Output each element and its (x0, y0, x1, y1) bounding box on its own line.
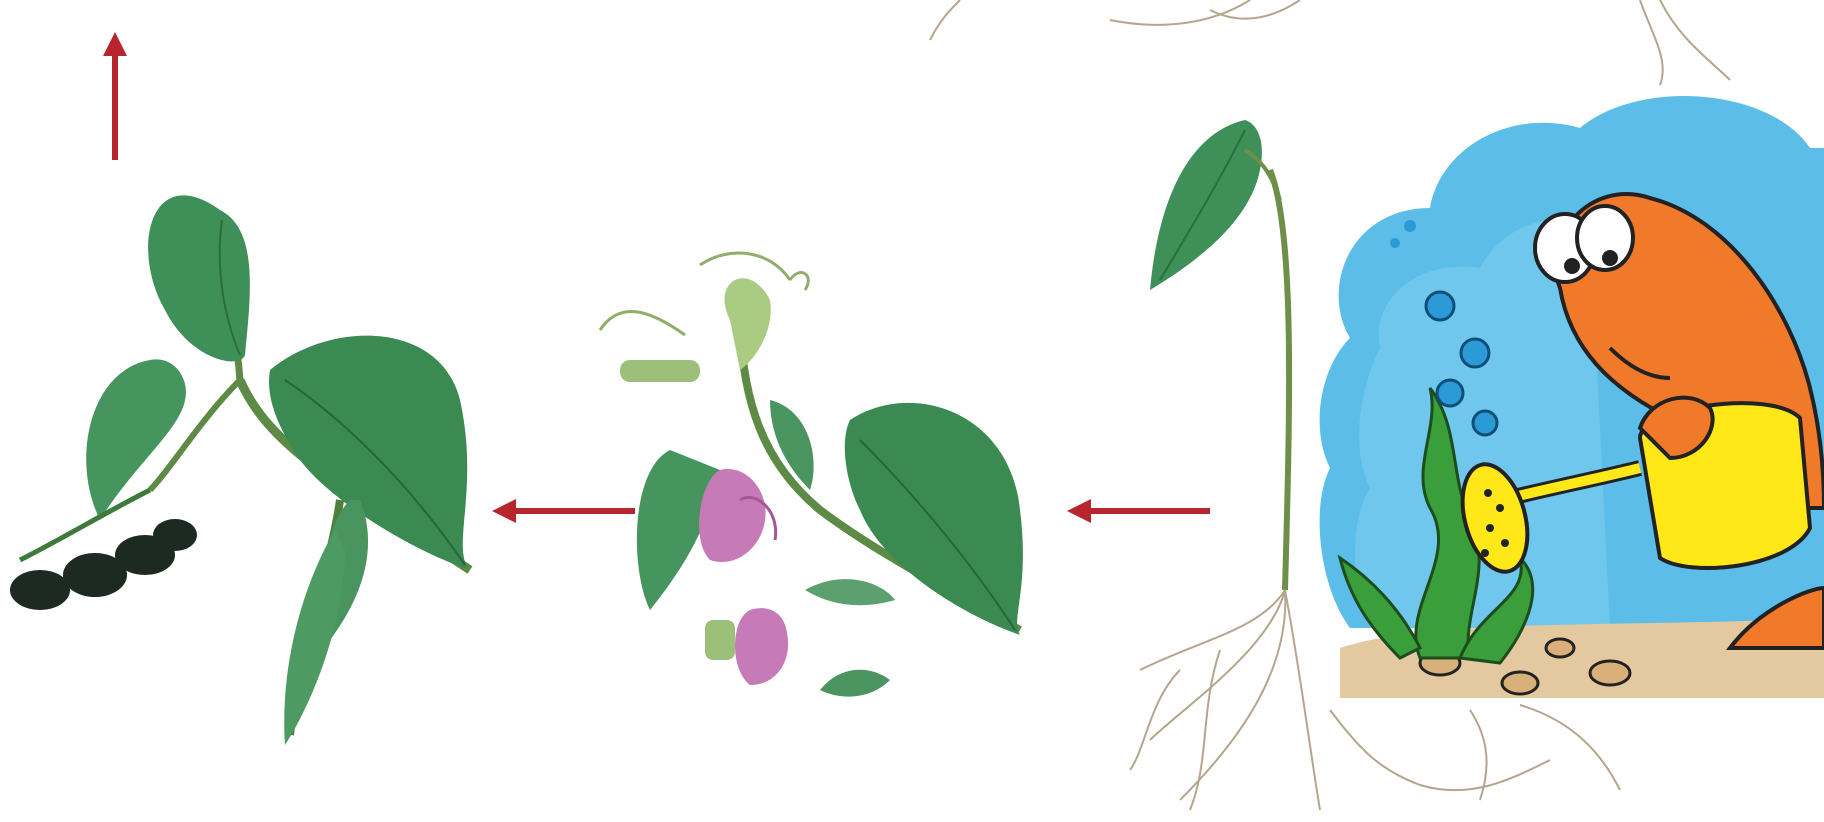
pea-plant-with-pods (0, 170, 480, 760)
seedling-roots-top (880, 0, 1824, 90)
fish-watering-plant-cartoon (1310, 88, 1824, 698)
pea-plant-flowering (590, 240, 1040, 710)
arrow-up-icon (100, 30, 130, 165)
pea-seedling (1120, 110, 1330, 815)
seedling-roots-bottom (1320, 690, 1824, 822)
